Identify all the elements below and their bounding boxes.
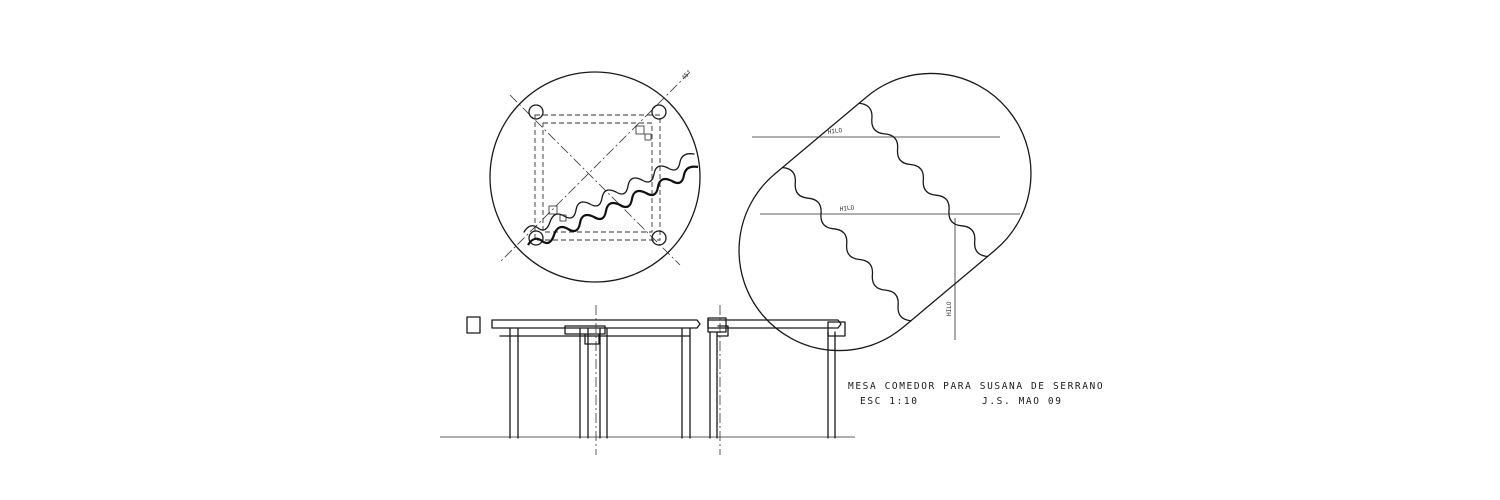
plan-view-round: 45° xyxy=(489,69,701,283)
hardware-3 xyxy=(559,214,567,222)
left-bracket xyxy=(564,325,606,345)
right-leg-b xyxy=(827,331,836,439)
left-leg-a xyxy=(509,327,519,439)
hardware-2 xyxy=(635,125,645,135)
apron-inner xyxy=(542,122,653,233)
extension-wave-1 xyxy=(781,166,912,322)
left-elevation-top xyxy=(491,319,701,329)
grain-label-2: HILO xyxy=(839,204,854,213)
left-elevation-leaf xyxy=(466,316,481,334)
grain-label-1: HILO xyxy=(827,127,843,136)
left-leg-c xyxy=(599,327,608,439)
extension-wave-2 xyxy=(858,102,989,258)
left-leg-b xyxy=(579,327,589,439)
grain-label-3: HILO xyxy=(946,301,953,316)
leg-bottom-right xyxy=(651,230,667,246)
right-joint xyxy=(707,317,729,337)
right-leaf xyxy=(827,321,846,337)
hardware-1 xyxy=(548,205,558,215)
hardware-4 xyxy=(644,133,652,141)
tabletop-circle xyxy=(489,71,701,283)
extended-tabletop xyxy=(738,72,1032,352)
apron-outline xyxy=(534,114,661,241)
leg-bottom-left xyxy=(528,230,544,246)
elevation-views xyxy=(440,305,855,455)
split-joint-wave-2 xyxy=(523,153,695,233)
angle-label: 45° xyxy=(680,69,693,82)
scale-label: ESC 1:10 xyxy=(860,396,919,407)
leg-top-left xyxy=(528,104,544,120)
split-joint-wave xyxy=(527,165,699,246)
author-date: J.S. MAO 09 xyxy=(982,396,1063,407)
title-line-1: MESA COMEDOR PARA SUSANA DE SERRANO xyxy=(848,381,1104,392)
right-leg-a xyxy=(709,331,718,439)
plan-view-extended xyxy=(738,72,1032,352)
left-leg-d xyxy=(681,327,691,439)
diagonal-axis-2 xyxy=(499,71,691,263)
title-block: MESA COMEDOR PARA SUSANA DE SERRANO ESC … xyxy=(848,381,1104,407)
leg-top-right xyxy=(651,104,667,120)
